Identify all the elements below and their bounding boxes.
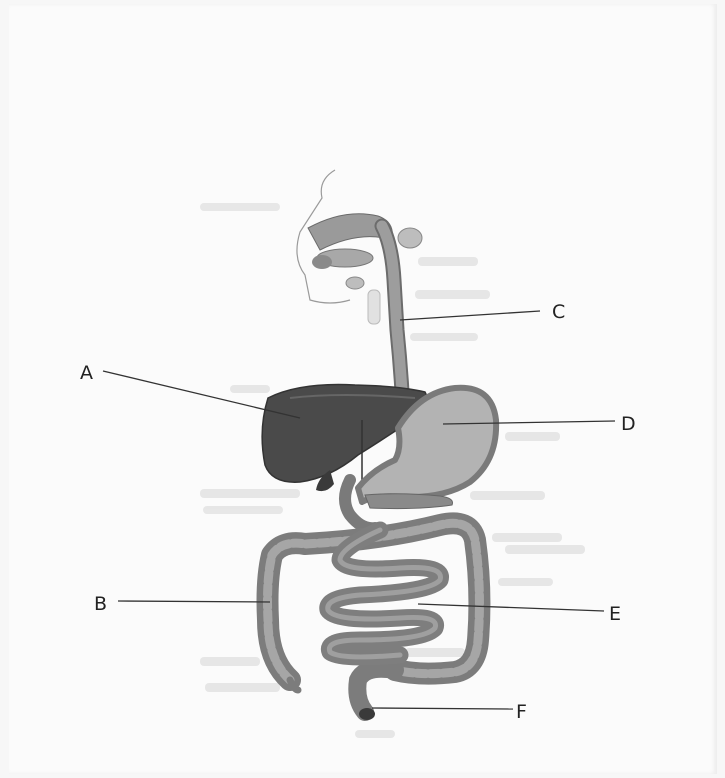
leader-line-e [418, 604, 604, 611]
label-b: B [94, 593, 107, 615]
salivary-gland [346, 277, 364, 289]
rectum [357, 669, 395, 712]
label-f: F [516, 701, 527, 723]
pancreas [365, 494, 453, 509]
leader-line-a [103, 371, 300, 418]
trachea [368, 290, 380, 324]
leader-line-c [400, 311, 540, 320]
label-d: D [621, 413, 636, 435]
anus [359, 708, 375, 720]
label-c: C [552, 301, 565, 323]
leader-line-f [372, 708, 513, 709]
salivary-gland [398, 228, 422, 248]
label-a: A [80, 362, 93, 384]
label-e: E [609, 603, 621, 625]
leader-line-b [118, 601, 270, 602]
